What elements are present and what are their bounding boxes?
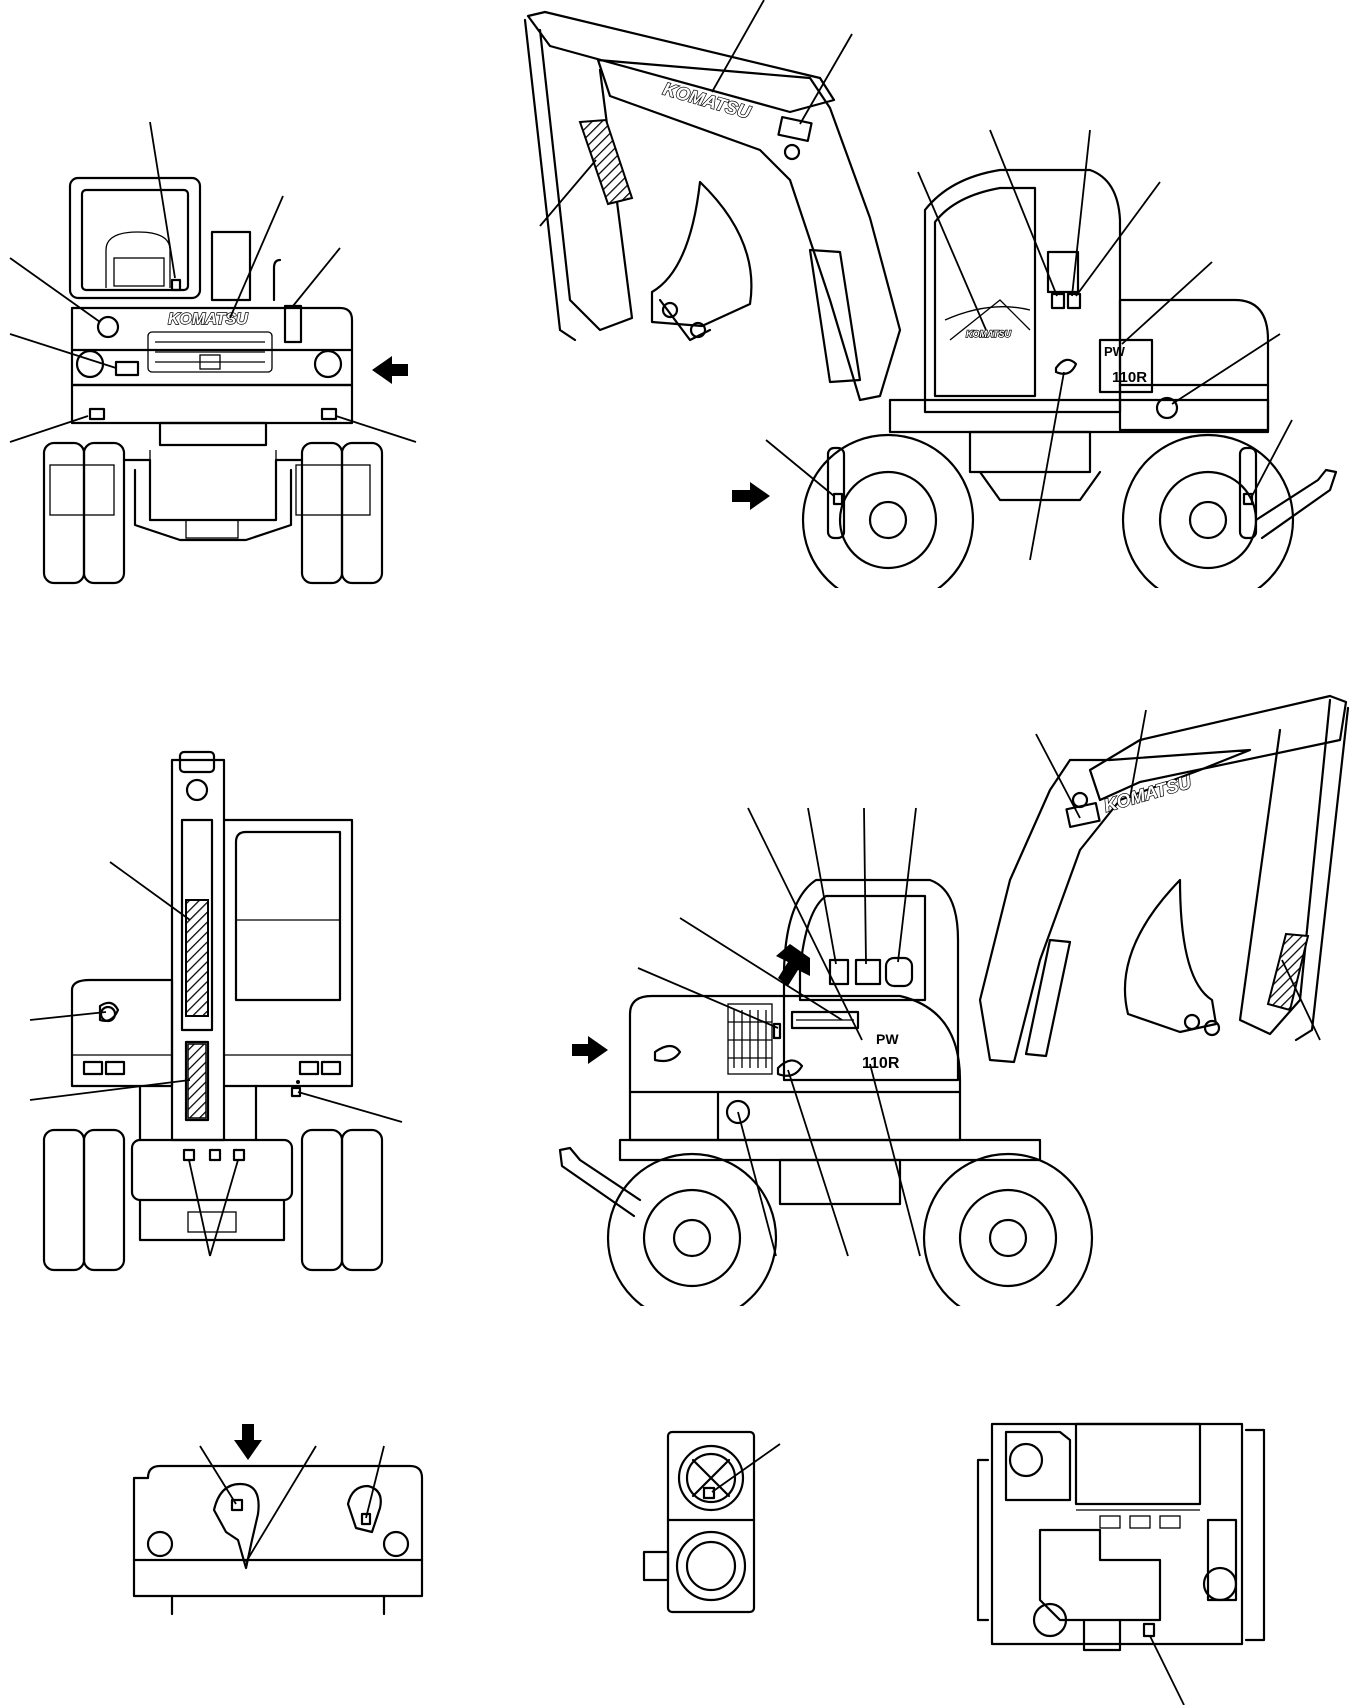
right-view-cab-arrow-icon	[776, 944, 810, 986]
right-view-model-label-110r: 110R	[862, 1055, 900, 1072]
right-side-view: KOMATSU PW 110R	[558, 694, 1350, 1346]
side-view-komatsu-logo: KOMATSU	[661, 79, 754, 123]
cab-komatsu-logo: KOMATSU	[966, 329, 1011, 339]
side-view-model-label-110r: 110R	[1112, 369, 1147, 386]
engine-view	[976, 1422, 1266, 1705]
side-view-model-label-pw: PW	[1104, 344, 1126, 359]
right-view-komatsu-logo: KOMATSU	[1102, 772, 1195, 816]
rear-view	[29, 750, 403, 1272]
right-view-side-arrow-icon	[572, 1036, 608, 1064]
counterweight-view	[132, 1424, 424, 1616]
front-view-komatsu-logo: KOMATSU	[168, 311, 248, 328]
front-view: KOMATSU	[9, 121, 417, 585]
left-side-view: KOMATSU KOMATSU PW 110R	[523, 0, 1338, 628]
component-view	[642, 1430, 781, 1614]
right-view-model-label-pw: PW	[876, 1031, 899, 1047]
counterweight-arrow-icon	[234, 1424, 262, 1460]
side-view-arrow-icon	[732, 482, 770, 510]
front-view-arrow-icon	[372, 356, 408, 384]
